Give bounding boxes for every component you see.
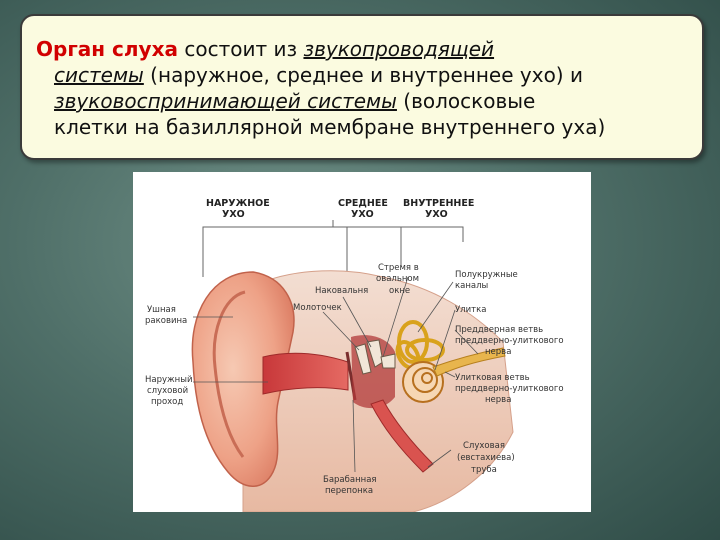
canal-label-3: проход [151, 397, 183, 407]
malleus-label: Молоточек [293, 303, 342, 313]
semicircular-canals [395, 320, 445, 370]
vestibular-nerve-label-1: Преддверная ветвь [455, 325, 543, 335]
eustachian-tube-label-3: труба [471, 465, 497, 475]
stapes-shape [380, 353, 396, 369]
vestibulocochlear-nerve-shape [432, 347, 506, 377]
section-brackets [202, 220, 464, 292]
cochlea-shape [402, 361, 444, 403]
ear-canal-shape [262, 352, 349, 395]
semicircular-canals-label-1: Полукружные [455, 270, 518, 280]
definition-line-3-text: (волосковые [396, 89, 536, 113]
definition-text: Орган слуха состоит из звукопроводящей с… [36, 36, 696, 140]
cochlear-nerve-label-1: Улитковая ветвь [455, 373, 530, 383]
inner-ear-header-1: ВНУТРЕННЕЕ [403, 198, 474, 209]
middle-ear-header-2: УХО [351, 209, 374, 220]
outer-ear-header-2: УХО [222, 209, 245, 220]
vestibular-nerve-label-3: нерва [485, 347, 511, 357]
leader-lines [193, 276, 479, 473]
cochlear-nerve-label-2: преддверно-улиткового [455, 384, 564, 394]
definition-line-4: клетки на базиллярной мембране внутренне… [54, 115, 606, 139]
ear-diagram: НАРУЖНОЕ УХО СРЕДНЕЕ УХО ВНУТРЕННЕЕ УХО … [145, 198, 564, 513]
definition-line-1-text: состоит из [177, 37, 304, 61]
middle-ear-header-1: СРЕДНЕЕ [338, 198, 388, 209]
definition-line-2-text: (наружное, среднее и внутреннее ухо) и [143, 63, 583, 87]
definition-line-3: звуковоспринимающей системы (волосковые [36, 88, 696, 114]
canal-label-2: слуховой [147, 386, 188, 396]
malleus-shape [354, 343, 372, 375]
vestibular-nerve-label-2: преддверно-улиткового [455, 336, 564, 346]
definition-callout: Орган слуха состоит из звукопроводящей с… [20, 14, 704, 160]
definition-line-1: Орган слуха состоит из звукопроводящей [36, 36, 696, 62]
ear-anatomy-figure: НАРУЖНОЕ УХО СРЕДНЕЕ УХО ВНУТРЕННЕЕ УХО … [133, 172, 591, 513]
eustachian-tube-label-1: Слуховая [463, 441, 505, 451]
canal-label-1: Наружный [145, 375, 192, 385]
stapes-label-2: овальном [376, 274, 419, 284]
eustachian-tube-label-2: (евстахиева) [457, 453, 515, 463]
cochlea-label: Улитка [455, 305, 486, 315]
definition-line-2: системы (наружное, среднее и внутреннее … [36, 62, 696, 88]
term-title: Орган слуха [36, 37, 178, 61]
pinna-label-2: раковина [145, 316, 187, 326]
inner-ear-header-2: УХО [425, 209, 448, 220]
system-term: системы [54, 63, 144, 87]
semicircular-canals-label-2: каналы [455, 281, 488, 291]
stapes-label-3: окне [389, 286, 410, 296]
eustachian-tube-shape [370, 399, 434, 473]
cochlear-nerve-label-3: нерва [485, 395, 511, 405]
sound-perceiving-term: звуковоспринимающей системы [54, 89, 397, 113]
sound-conducting-term: звукопроводящей [303, 37, 495, 61]
eardrum-label-1: Барабанная [323, 475, 377, 485]
pinna-label-1: Ушная [147, 305, 176, 315]
eardrum-label-2: перепонка [325, 486, 373, 496]
stapes-label-1: Стремя в [378, 263, 419, 273]
pinna-fold-shape [212, 290, 246, 458]
outer-ear-header-1: НАРУЖНОЕ [206, 198, 270, 209]
incus-label: Наковальня [315, 286, 368, 296]
